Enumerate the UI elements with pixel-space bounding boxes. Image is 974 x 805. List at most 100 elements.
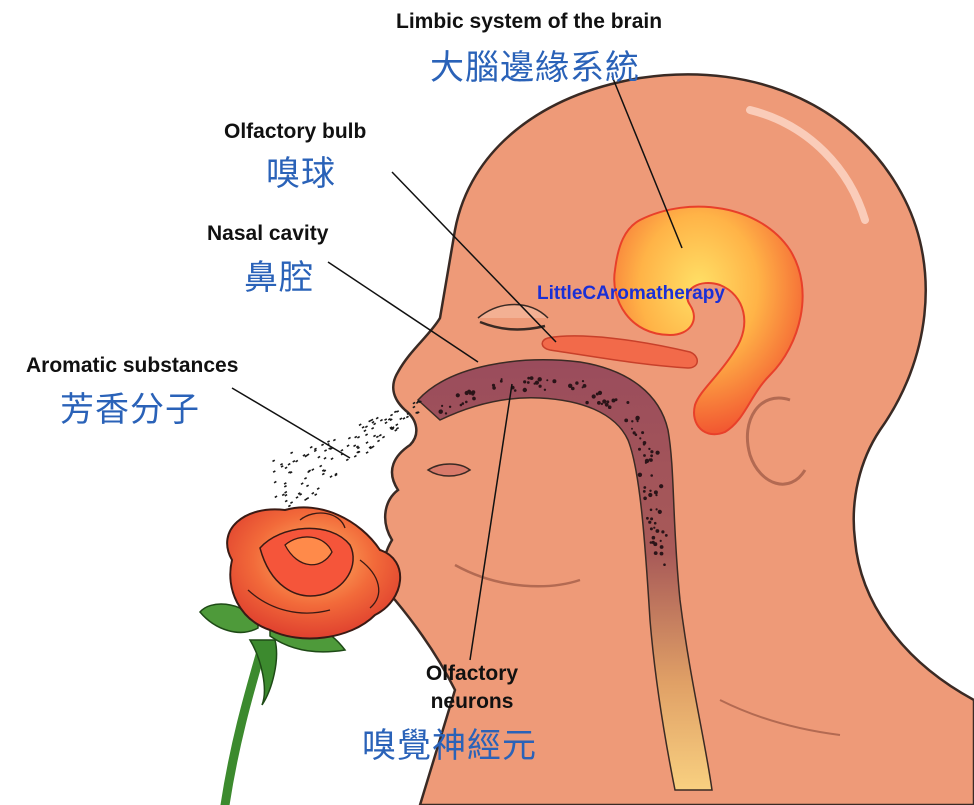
passage-dot [649,490,651,492]
aroma-particle [317,487,320,490]
passage-dot [568,384,572,388]
aroma-particle [274,481,277,484]
passage-dot [538,377,542,381]
aroma-particle [385,421,388,424]
passage-dot [552,379,556,383]
passage-dot [626,401,629,404]
aroma-particle [379,434,382,437]
aroma-particle [372,421,375,424]
passage-dot [449,406,451,408]
passage-dot [643,490,646,493]
aroma-particle [284,482,287,485]
aroma-particle [301,482,304,485]
passage-dot [650,509,653,512]
passage-dot [582,380,584,382]
aroma-particle [314,493,317,496]
aroma-particle [282,493,285,496]
aroma-particle [346,459,349,462]
aroma-particle [348,437,351,440]
aroma-particle [359,423,362,426]
aroma-particle [330,475,333,478]
aroma-particle [376,417,379,420]
passage-dot [649,458,651,460]
aroma-particle [340,449,343,452]
passage-dot [654,490,658,494]
aroma-particle [382,436,385,439]
aroma-particle [284,494,287,497]
passage-dot [656,529,660,533]
passage-dot [492,386,496,390]
aroma-particle [285,467,288,470]
passage-dot [527,377,530,380]
aroma-particle [365,433,368,436]
label-aromatic-zh: 芳香分子 [60,382,200,431]
passage-dot [612,399,616,403]
aroma-particle [304,477,307,480]
label-neurons-zh: 嗅覺神經元 [362,718,537,767]
aroma-particle [347,444,350,447]
aroma-particle [357,436,360,439]
label-bulb-en: Olfactory bulb [224,120,366,144]
passage-dot [658,510,662,514]
aroma-particle [317,456,320,459]
aroma-particle [311,492,314,495]
passage-dot [539,385,542,388]
aroma-particle [324,449,327,452]
aroma-particle [311,468,314,471]
aroma-particle [288,505,291,508]
passage-dot [650,527,653,530]
aroma-particle [290,501,293,504]
passage-dot [636,417,640,421]
passage-dot [656,508,658,510]
aroma-particle [310,446,313,449]
aroma-particle [274,495,277,498]
passage-dot [631,420,633,422]
aroma-particle [306,485,309,488]
aroma-particle [380,419,383,422]
passage-dot [523,388,527,392]
passage-dot [465,401,468,404]
passage-dot [544,389,546,391]
watermark: LittleCAromatherapy [537,283,725,305]
passage-dot [467,390,471,394]
passage-dot [583,384,587,388]
aroma-particle [376,436,379,439]
aroma-particle [353,444,356,447]
passage-dot [660,552,664,556]
passage-dot [596,393,599,396]
passage-dot [653,527,655,529]
aroma-particle [296,496,299,499]
label-limbic-zh: 大腦邊緣系統 [430,40,640,89]
passage-dot [656,451,660,455]
aroma-particle [331,457,334,460]
aroma-particle [365,425,368,428]
passage-dot [643,486,646,489]
passage-dot [648,521,651,524]
aroma-particle [272,460,275,463]
label-bulb-zh: 嗅球 [266,146,336,195]
aroma-particle [373,423,376,426]
aroma-particle [371,427,374,430]
aroma-particle [363,429,366,432]
passage-dot [648,448,650,450]
passage-dot [648,493,652,497]
aroma-particle [377,440,380,443]
passage-dot [601,403,603,405]
aroma-particle [394,411,397,414]
aroma-particle [292,460,295,463]
passage-dot [659,485,661,487]
passage-dot [439,410,443,414]
passage-dot [665,534,668,537]
label-neurons-en-2: neurons [402,690,542,714]
passage-dot [546,379,548,381]
aroma-particle [354,455,357,458]
label-nasal-zh: 鼻腔 [244,250,314,299]
passage-dot [660,545,664,549]
passage-dot [462,402,465,405]
passage-dot [646,517,649,520]
aroma-particle [406,416,409,419]
aroma-particle [399,417,402,420]
passage-dot [652,536,656,540]
aroma-particle [324,457,327,460]
passage-dot [597,401,601,405]
